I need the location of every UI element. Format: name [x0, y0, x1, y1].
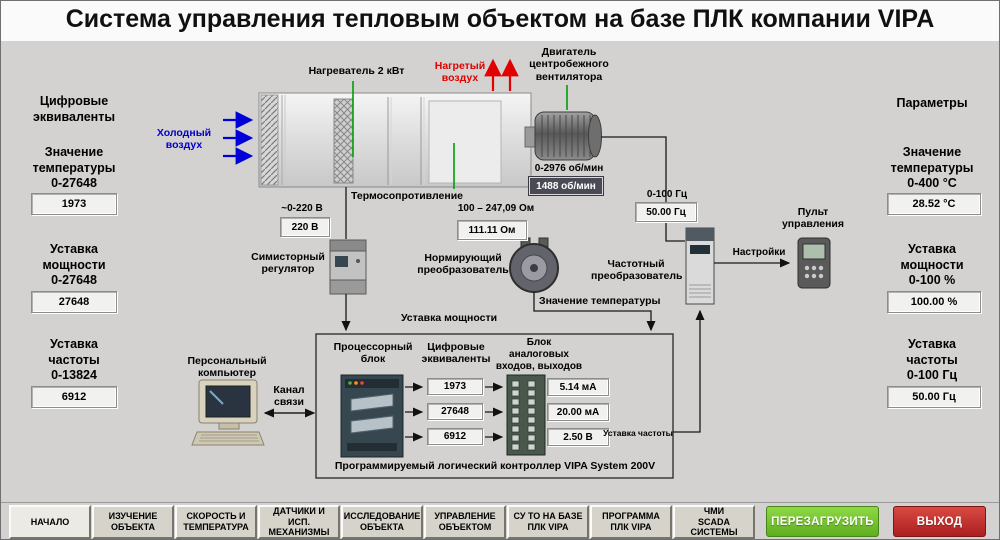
signal-wires [263, 136, 791, 442]
personal-computer-label: Персональный компьютер [187, 355, 267, 380]
temperature-value-line-label: Значение температуры [539, 295, 661, 307]
control-panel-label: Пульт управления [781, 206, 845, 231]
digital-equivalents-heading: Цифровые эквиваленты [32, 94, 116, 124]
plc-digital-value-3: 6912 [427, 428, 483, 445]
plc-digital-value-1: 1973 [427, 378, 483, 395]
reload-button[interactable]: ПЕРЕЗАГРУЗИТЬ [766, 506, 879, 537]
tab-plc-control-system[interactable]: СУ ТО НА БАЗЕ ПЛК VIPA [507, 505, 589, 539]
thermoresistor-label: Термосопротивление [351, 190, 463, 202]
air-duct [258, 92, 532, 188]
personal-computer [191, 379, 265, 446]
frequency-converter-label: Частотный преобразователь [591, 258, 683, 283]
freq-range-label: 0-100 Гц [646, 189, 688, 200]
plc-cpu-label: Процессорный блок [333, 341, 413, 366]
tab-plc-program[interactable]: ПРОГРАММА ПЛК VIPA [590, 505, 672, 539]
triac-regulator-device [329, 239, 367, 295]
voltage-range-label: ~0-220 В [281, 203, 323, 214]
freq-setpoint-line-label: Уставка частоты [603, 428, 673, 438]
temp-param-value: 28.52 °C [887, 193, 981, 215]
plc-analog-heading: Блок аналоговых входов, выходов [495, 337, 583, 372]
triac-regulator-label: Симисторный регулятор [251, 251, 325, 276]
comm-link-label: Канал связи [273, 384, 305, 409]
hot-air-label: Нагретый воздух [434, 60, 486, 85]
fan-motor-label: Двигатель центробежного вентилятора [529, 46, 609, 83]
tab-speed-temperature[interactable]: СКОРОСТЬ И ТЕМПЕРАТУРА [175, 505, 257, 539]
heater-label: Нагреватель 2 кВт [308, 65, 405, 77]
temp-digital-value: 1973 [31, 193, 117, 215]
parameters-heading: Параметры [896, 96, 968, 110]
tab-object-control[interactable]: УПРАВЛЕНИЕ ОБЪЕКТОМ [424, 505, 506, 539]
fan-motor [524, 111, 602, 161]
resistance-value-box: 111.11 Ом [457, 220, 527, 240]
title-strip: Система управления тепловым объектом на … [1, 1, 999, 41]
plc-analog-value-3: 2.50 В [547, 428, 609, 446]
tab-home[interactable]: НАЧАЛО [9, 505, 91, 539]
control-panel-device [797, 237, 831, 289]
power-setpoint-param-label: Уставка мощности 0-100 % [900, 242, 964, 288]
power-setpoint-line-label: Уставка мощности [400, 312, 498, 324]
hot-air-arrows [484, 58, 519, 91]
page-title: Система управления тепловым объектом на … [65, 5, 935, 33]
voltage-value-box: 220 В [280, 217, 330, 237]
power-setpoint-digital-label: Уставка мощности 0-27648 [42, 242, 106, 288]
power-setpoint-param-value[interactable]: 100.00 % [887, 291, 981, 313]
tab-hmi-scada[interactable]: ЧМИ SCADA СИСТЕМЫ [673, 505, 755, 539]
resistance-range-label: 100 – 247,09 Ом [457, 203, 535, 214]
duct-inlet-grille [260, 94, 279, 186]
freq-setpoint-param-value[interactable]: 50.00 Гц [887, 386, 981, 408]
settings-label: Настройки [732, 247, 786, 258]
rpm-value-box: 1488 об/мин [529, 177, 603, 195]
normalizing-converter-label: Нормирующий преобразователь [417, 252, 509, 277]
frequency-converter-device [685, 227, 715, 305]
freq-setpoint-digital-label: Уставка частоты 0-13824 [48, 337, 100, 383]
tab-sensors-actuators[interactable]: ДАТЧИКИ И ИСП. МЕХАНИЗМЫ [258, 505, 340, 539]
heater-element [333, 98, 354, 184]
plc-analog-value-2: 20.00 мА [547, 403, 609, 421]
tab-object-research[interactable]: ИССЛЕДОВАНИЕ ОБЪЕКТА [341, 505, 423, 539]
plc-caption: Программируемый логический контроллер VI… [334, 460, 656, 472]
rpm-range-label: 0-2976 об/мин [534, 163, 604, 174]
cold-air-arrows [223, 111, 254, 165]
tab-object-study[interactable]: ИЗУЧЕНИЕ ОБЪЕКТА [92, 505, 174, 539]
plc-analog-module [506, 374, 546, 456]
plc-cpu-module [340, 374, 404, 458]
temp-param-label: Значение температуры 0-400 °C [890, 145, 974, 191]
plc-digital-value-2: 27648 [427, 403, 483, 420]
power-setpoint-digital-value[interactable]: 27648 [31, 291, 117, 313]
normalizing-converter-device [509, 237, 559, 293]
frequency-value-box: 50.00 Гц [635, 202, 697, 222]
temp-digital-label: Значение температуры 0-27648 [32, 145, 116, 191]
freq-setpoint-param-label: Уставка частоты 0-100 Гц [906, 337, 958, 383]
cold-air-label: Холодный воздух [156, 127, 212, 152]
plc-analog-value-1: 5.14 мА [547, 378, 609, 396]
freq-setpoint-digital-value[interactable]: 6912 [31, 386, 117, 408]
footer-divider [1, 502, 999, 503]
plc-digital-heading: Цифровые эквиваленты [421, 341, 491, 366]
exit-button[interactable]: ВЫХОД [893, 506, 986, 537]
